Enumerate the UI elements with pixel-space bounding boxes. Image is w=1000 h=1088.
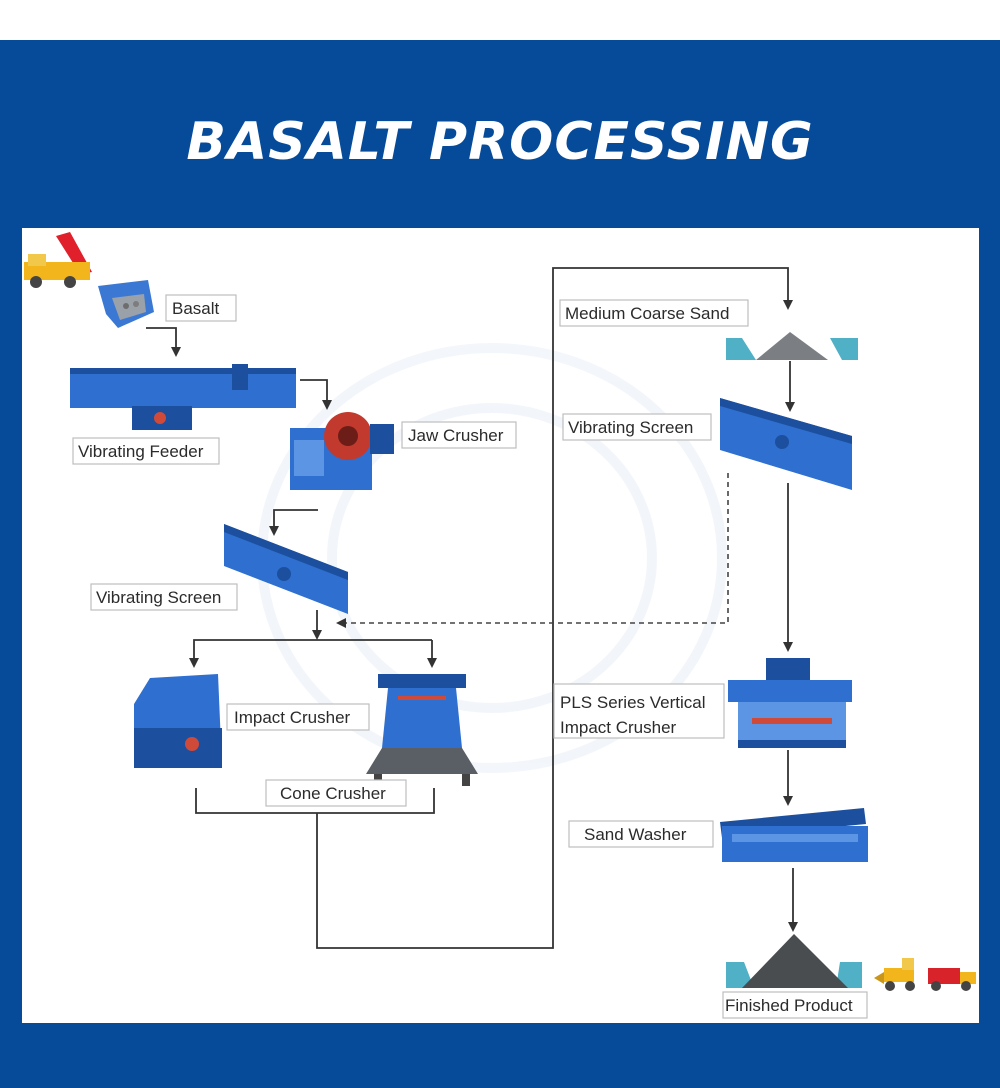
collector-bracket xyxy=(195,788,435,814)
arrow-jaw-to-screen xyxy=(269,509,318,536)
dump-truck-icon xyxy=(24,232,92,288)
label-vibrating-feeder-text: Vibrating Feeder xyxy=(78,442,204,461)
label-vibrating-screen-2: Vibrating Screen xyxy=(562,413,712,441)
label-vsi-line2-text: Impact Crusher xyxy=(560,718,677,737)
sand-pile-icon xyxy=(726,332,858,360)
label-vsi-crusher: PLS Series Vertical Impact Crusher xyxy=(553,683,725,739)
cone-crusher-icon xyxy=(366,674,478,786)
return-dashed-line xyxy=(336,473,729,628)
loader-icon xyxy=(874,958,915,991)
label-cone-crusher: Cone Crusher xyxy=(265,779,407,807)
vsi-crusher-icon xyxy=(728,658,852,748)
vibrating-screen-icon xyxy=(224,524,348,614)
vibrating-feeder-icon xyxy=(70,364,296,430)
label-jaw-crusher-text: Jaw Crusher xyxy=(408,426,504,445)
label-vibrating-feeder: Vibrating Feeder xyxy=(72,437,220,465)
label-vibrating-screen-1: Vibrating Screen xyxy=(90,583,238,611)
label-finished-product: Finished Product xyxy=(722,991,868,1019)
connectors xyxy=(146,267,798,949)
impact-crusher-icon xyxy=(134,674,222,768)
arrow-to-impact-crusher xyxy=(189,639,432,668)
label-impact-crusher: Impact Crusher xyxy=(226,703,370,731)
label-medium-coarse-sand-text: Medium Coarse Sand xyxy=(565,304,729,323)
return-line xyxy=(316,267,793,949)
flow-diagram-panel: Basalt Vibrating Feeder Jaw Crusher Vibr… xyxy=(22,228,979,1023)
finished-product-pile-icon xyxy=(726,934,862,988)
red-truck-icon xyxy=(928,968,976,991)
label-cone-crusher-text: Cone Crusher xyxy=(280,784,386,803)
page-title: BASALT PROCESSING xyxy=(186,112,814,172)
sand-washer-icon xyxy=(720,808,868,862)
arrow-basalt-to-feeder xyxy=(146,327,181,357)
label-vibrating-screen-2-text: Vibrating Screen xyxy=(568,418,693,437)
label-sand-washer-text: Sand Washer xyxy=(584,825,687,844)
label-vibrating-screen-1-text: Vibrating Screen xyxy=(96,588,221,607)
label-medium-coarse-sand: Medium Coarse Sand xyxy=(559,299,749,327)
label-jaw-crusher: Jaw Crusher xyxy=(401,421,517,449)
hopper-icon xyxy=(98,280,154,328)
label-finished-product-text: Finished Product xyxy=(725,996,853,1015)
flow-diagram: Basalt Vibrating Feeder Jaw Crusher Vibr… xyxy=(24,232,976,1019)
jaw-crusher-icon xyxy=(290,412,394,490)
label-vsi-line1-text: PLS Series Vertical xyxy=(560,693,706,712)
vibrating-screen-icon xyxy=(720,398,852,490)
label-sand-washer: Sand Washer xyxy=(568,820,714,848)
label-impact-crusher-text: Impact Crusher xyxy=(234,708,351,727)
label-basalt-text: Basalt xyxy=(172,299,220,318)
arrow-feeder-to-jaw xyxy=(300,379,332,410)
label-basalt: Basalt xyxy=(165,294,237,322)
